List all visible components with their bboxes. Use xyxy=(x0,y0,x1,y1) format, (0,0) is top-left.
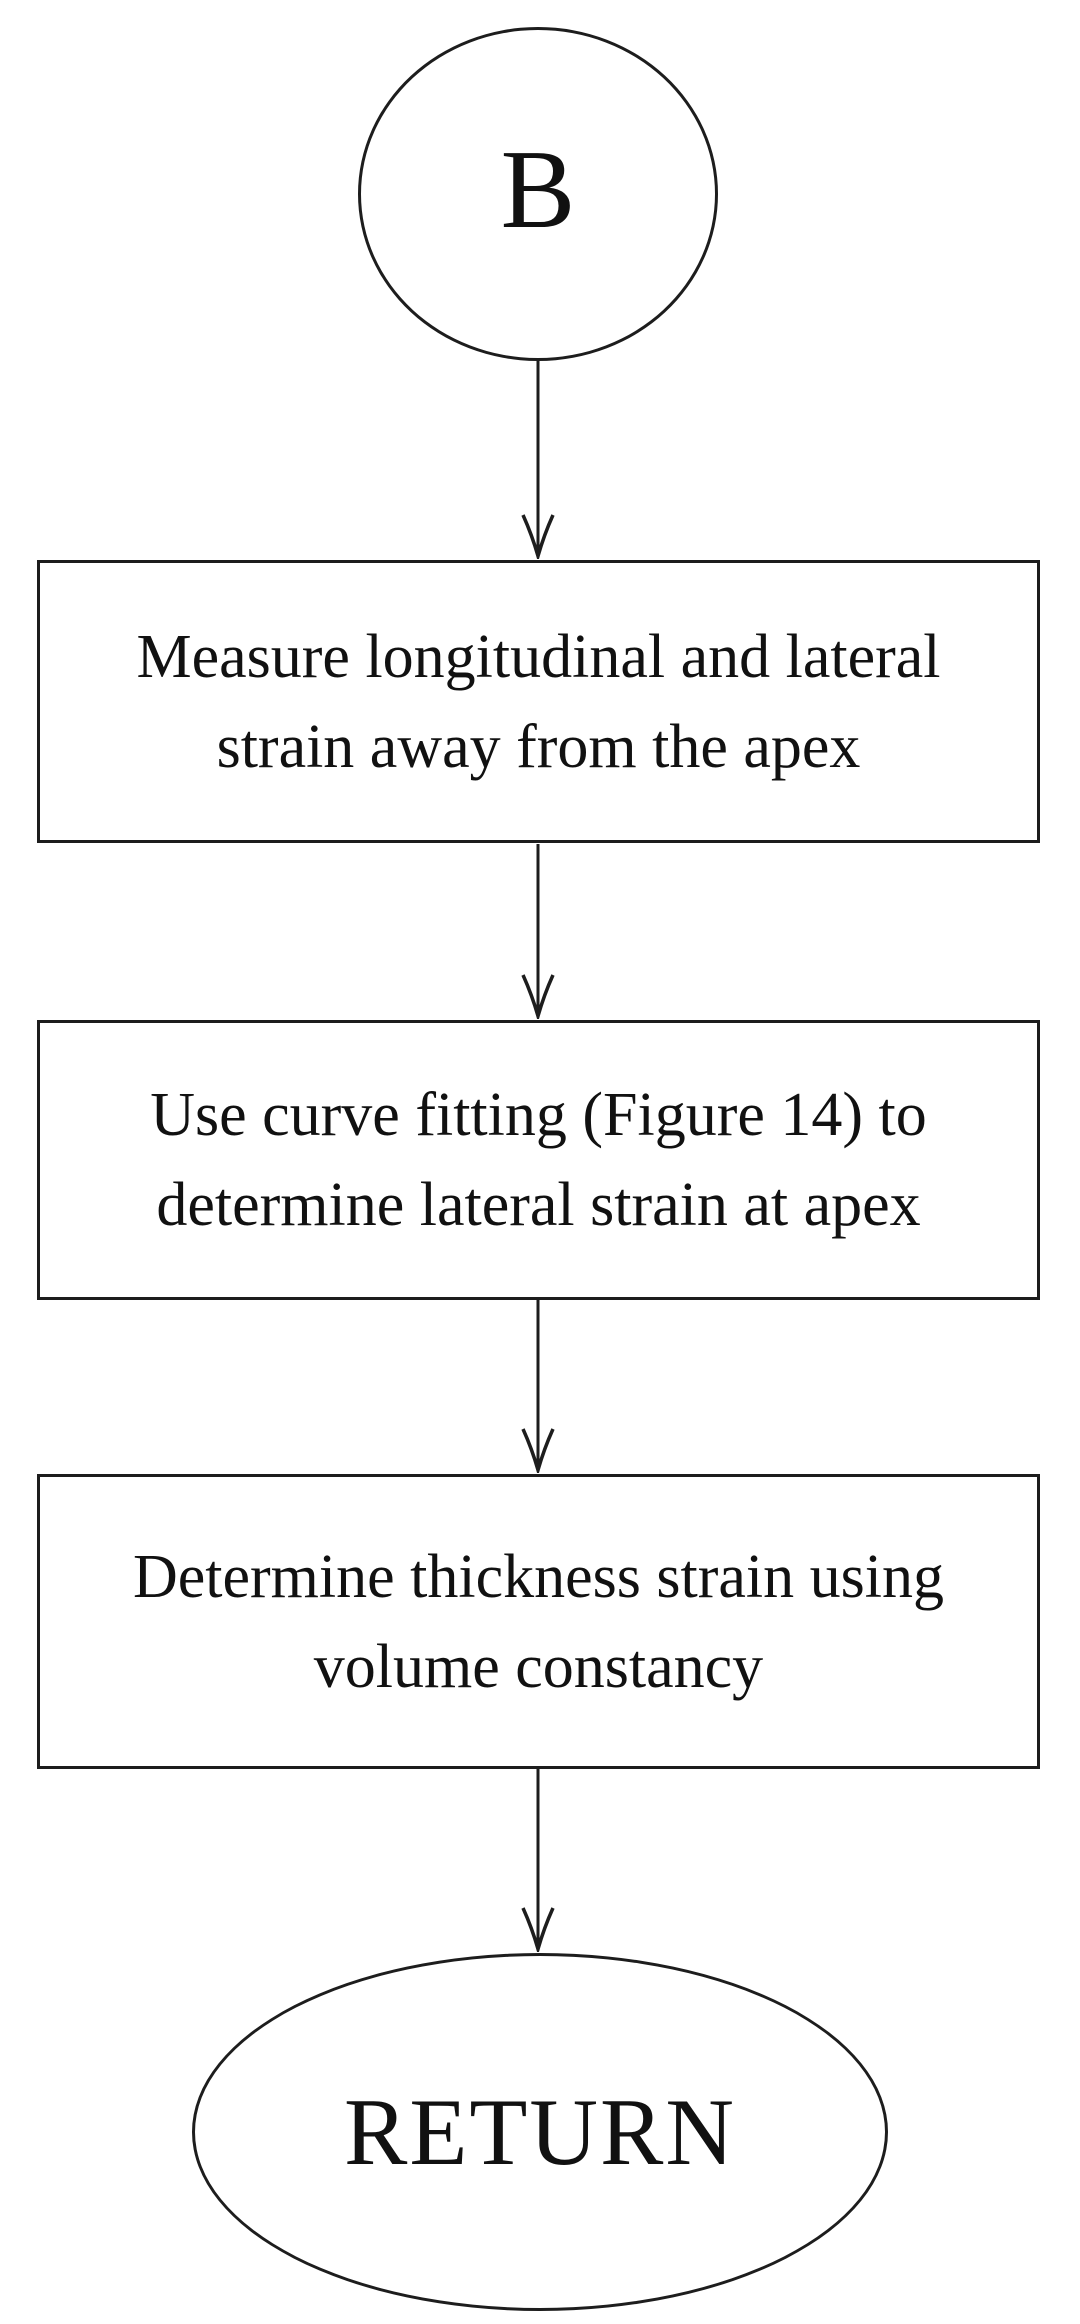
arrowhead-icon xyxy=(521,974,555,1019)
step1-line2: strain away from the apex xyxy=(216,712,861,781)
step2-line1: Use curve fitting (Figure 14) to xyxy=(150,1081,927,1149)
arrow-down-step2-to-step3 xyxy=(521,1300,555,1473)
step1-line1: Measure longitudinal and lateral xyxy=(136,622,941,691)
arrow-down-connector-to-step1 xyxy=(521,361,555,559)
node-step3-thickness-strain: Determine thickness strain using volume … xyxy=(37,1474,1040,1769)
step3-line1: Determine thickness strain using xyxy=(133,1542,944,1611)
node-step2-curve-fitting: Use curve fitting (Figure 14) to determi… xyxy=(37,1020,1040,1300)
arrow-down-step1-to-step2 xyxy=(521,844,555,1019)
arrowhead-icon xyxy=(521,1428,555,1473)
step3-line2: volume constancy xyxy=(313,1632,764,1701)
node-step1-measure-strain: Measure longitudinal and lateral strain … xyxy=(37,560,1040,843)
step2-line2: determine lateral strain at apex xyxy=(156,1171,921,1239)
node-connector-b: B xyxy=(358,27,718,361)
arrowhead-icon xyxy=(521,1907,555,1952)
return-label: RETURN xyxy=(344,2078,736,2185)
arrowhead-icon xyxy=(521,514,555,559)
node-terminator-return: RETURN xyxy=(192,1953,888,2311)
connector-b-label: B xyxy=(500,128,576,252)
arrow-down-step3-to-return xyxy=(521,1769,555,1952)
